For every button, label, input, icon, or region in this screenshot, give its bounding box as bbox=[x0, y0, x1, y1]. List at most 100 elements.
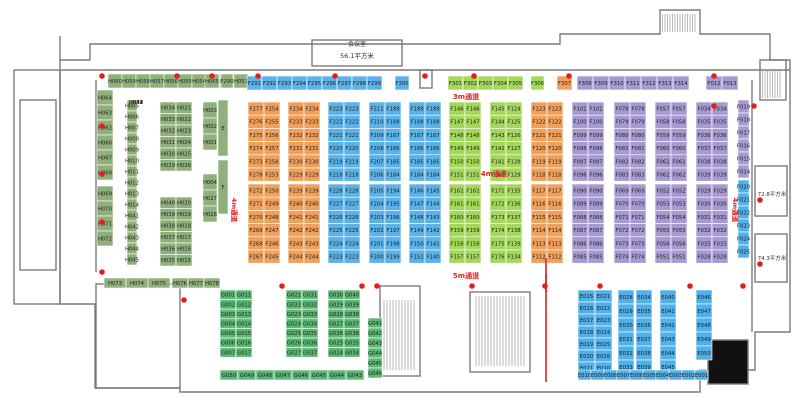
booth-h022[interactable]: H022 bbox=[175, 113, 193, 126]
booth-f117[interactable]: F117 bbox=[530, 183, 548, 198]
booth-f145[interactable]: F145 bbox=[424, 183, 442, 198]
booth-g033[interactable]: G033 bbox=[301, 308, 319, 320]
booth-f121[interactable]: F121 bbox=[530, 128, 548, 142]
booth-h023[interactable]: H023 bbox=[175, 124, 193, 137]
booth-f141[interactable]: F141 bbox=[424, 236, 442, 251]
booth-f205[interactable]: F205 bbox=[368, 183, 386, 198]
booth-f081[interactable]: F081 bbox=[629, 141, 647, 156]
booth-f222[interactable]: F222 bbox=[343, 114, 361, 129]
booth-f268[interactable]: F268 bbox=[247, 236, 265, 251]
booth-h051[interactable]: H051 bbox=[233, 73, 249, 89]
booth-f149[interactable]: F149 bbox=[464, 141, 482, 156]
booth-f188[interactable]: F188 bbox=[408, 114, 426, 129]
booth-h024[interactable]: H024 bbox=[175, 136, 193, 149]
booth-g045[interactable]: G045 bbox=[309, 369, 329, 381]
booth-f079[interactable]: F079 bbox=[629, 114, 647, 129]
booth-f116[interactable]: F116 bbox=[546, 196, 564, 211]
booth-e002[interactable]: E002 bbox=[681, 369, 696, 381]
booth-f115[interactable]: F115 bbox=[530, 210, 548, 224]
booth-h034[interactable]: H034 bbox=[159, 101, 177, 114]
booth-f122[interactable]: F122 bbox=[530, 114, 548, 129]
booth-f083[interactable]: F083 bbox=[629, 167, 647, 182]
booth-f114[interactable]: F114 bbox=[546, 223, 564, 238]
booth-f148[interactable]: F148 bbox=[448, 128, 466, 142]
booth-f151[interactable]: F151 bbox=[408, 249, 426, 264]
booth-f017[interactable]: F017 bbox=[737, 125, 750, 140]
booth-h032[interactable]: H032 bbox=[129, 100, 143, 106]
booth-g002[interactable]: G002 bbox=[219, 299, 237, 310]
booth-h039[interactable]: H039 bbox=[159, 208, 177, 221]
booth-g041[interactable]: G041 bbox=[367, 317, 383, 329]
booth-g027[interactable]: G027 bbox=[285, 347, 303, 358]
booth-g023[interactable]: G023 bbox=[285, 308, 303, 320]
booth-e022[interactable]: E022 bbox=[594, 301, 613, 315]
booth-f072[interactable]: F072 bbox=[613, 223, 631, 238]
booth-h001[interactable]: H001 bbox=[202, 133, 218, 151]
booth-f218[interactable]: F218 bbox=[327, 167, 345, 182]
booth-f174[interactable]: F174 bbox=[489, 223, 507, 238]
booth-f292[interactable]: F292 bbox=[261, 75, 278, 91]
booth-f255[interactable]: F255 bbox=[263, 114, 281, 129]
booth-f162[interactable]: F162 bbox=[448, 183, 466, 198]
booth-g035[interactable]: G035 bbox=[343, 337, 361, 348]
booth-f173[interactable]: F173 bbox=[489, 210, 507, 224]
booth-g005[interactable]: G005 bbox=[219, 328, 237, 339]
booth-g034[interactable]: G034 bbox=[343, 347, 361, 358]
booth-h006[interactable]: H006 bbox=[125, 110, 140, 123]
booth-h003[interactable]: H003 bbox=[202, 101, 218, 119]
booth-f240[interactable]: F240 bbox=[287, 196, 305, 211]
booth-f080[interactable]: F080 bbox=[613, 128, 631, 142]
booth-h071[interactable]: H071 bbox=[96, 215, 114, 232]
booth-f202[interactable]: F202 bbox=[368, 223, 386, 238]
booth-f096[interactable]: F096 bbox=[587, 167, 605, 182]
booth-h072[interactable]: H072 bbox=[96, 230, 114, 247]
booth-f015[interactable]: F015 bbox=[737, 151, 750, 166]
booth-f313[interactable]: F313 bbox=[656, 75, 674, 91]
booth-f160[interactable]: F160 bbox=[464, 210, 482, 224]
booth-f250[interactable]: F250 bbox=[263, 183, 281, 198]
booth-g048[interactable]: G048 bbox=[255, 369, 275, 381]
booth-f233[interactable]: F233 bbox=[287, 114, 305, 129]
booth-h058[interactable]: H058 bbox=[135, 73, 151, 89]
booth-f140[interactable]: F140 bbox=[424, 249, 442, 264]
booth-f246[interactable]: F246 bbox=[263, 236, 281, 251]
booth-f116[interactable]: F116 bbox=[530, 196, 548, 211]
booth-f032[interactable]: F032 bbox=[695, 223, 713, 238]
booth-f230[interactable]: F230 bbox=[287, 154, 305, 169]
booth-f207[interactable]: F207 bbox=[368, 154, 386, 169]
booth-f147[interactable]: F147 bbox=[408, 196, 426, 211]
booth-e046[interactable]: E046 bbox=[695, 289, 713, 305]
booth-f241[interactable]: F241 bbox=[303, 210, 321, 224]
booth-f058[interactable]: F058 bbox=[654, 114, 672, 129]
booth-f306[interactable]: F306 bbox=[530, 75, 545, 91]
booth-f062[interactable]: F062 bbox=[670, 167, 688, 182]
booth-f038[interactable]: F038 bbox=[695, 154, 713, 169]
booth-g011[interactable]: G011 bbox=[235, 289, 253, 300]
booth-f157[interactable]: F157 bbox=[464, 249, 482, 264]
booth-f277[interactable]: F277 bbox=[247, 101, 265, 116]
booth-e032[interactable]: E032 bbox=[617, 345, 635, 361]
booth-f297[interactable]: F297 bbox=[336, 75, 353, 91]
booth-f061[interactable]: F061 bbox=[670, 154, 688, 169]
booth-f035[interactable]: F035 bbox=[711, 114, 729, 129]
booth-f225[interactable]: F225 bbox=[343, 223, 361, 238]
booth-f253[interactable]: F253 bbox=[263, 167, 281, 182]
booth-f120[interactable]: F120 bbox=[530, 141, 548, 156]
booth-f311[interactable]: F311 bbox=[624, 75, 642, 91]
booth-f018[interactable]: F018 bbox=[737, 112, 751, 127]
booth-g036[interactable]: G036 bbox=[301, 337, 319, 348]
booth-f096[interactable]: F096 bbox=[571, 167, 589, 182]
booth-f243[interactable]: F243 bbox=[287, 236, 305, 251]
booth-f200[interactable]: F200 bbox=[368, 249, 386, 264]
booth-h076[interactable]: H076 bbox=[171, 277, 189, 289]
booth-f314[interactable]: F314 bbox=[672, 75, 690, 91]
booth-f119[interactable]: F119 bbox=[546, 154, 564, 169]
booth-f028[interactable]: F028 bbox=[711, 249, 729, 264]
booth-e047[interactable]: E047 bbox=[695, 303, 713, 319]
booth-f197[interactable]: F197 bbox=[384, 223, 402, 238]
booth-f125[interactable]: F125 bbox=[505, 114, 523, 129]
booth-f189[interactable]: F189 bbox=[424, 101, 442, 116]
booth-f227[interactable]: F227 bbox=[327, 196, 345, 211]
booth-f310[interactable]: F310 bbox=[608, 75, 626, 91]
booth-f030[interactable]: F030 bbox=[711, 196, 729, 211]
